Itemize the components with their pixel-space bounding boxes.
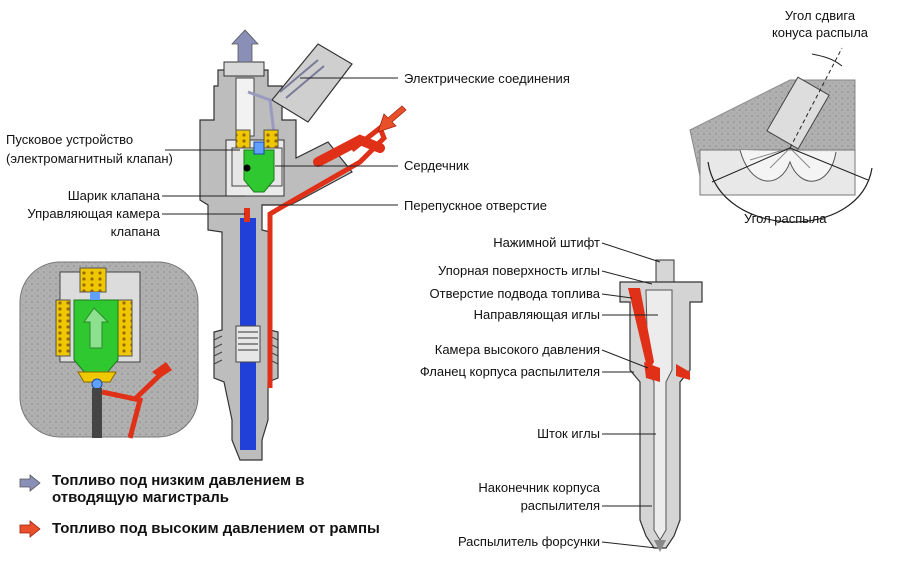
label-valve-ball: Шарик клапана	[67, 188, 160, 203]
label-control-chamber-2: клапана	[110, 224, 160, 239]
high-pressure-arrow-top	[377, 105, 407, 133]
electrical-connector	[247, 43, 353, 151]
label-fuel-inlet-hole: Отверстие подвода топлива	[429, 286, 600, 301]
valve-ball-dot	[243, 164, 251, 172]
label-offset-angle-2: конуса распыла	[771, 25, 869, 40]
label-spray-angle: Угол распыла	[744, 211, 827, 226]
valve-inset	[19, 261, 199, 439]
spray-detail	[689, 47, 873, 223]
legend-high-pressure-arrow-icon	[19, 520, 41, 538]
label-pressure-pin: Нажимной штифт	[493, 235, 600, 250]
label-offset-angle-1: Угол сдвига	[784, 8, 856, 23]
nozzle-body	[619, 259, 703, 552]
injector-body	[199, 61, 353, 461]
leader-lines	[162, 77, 661, 549]
label-injector-nozzle: Распылитель форсунки	[457, 534, 600, 549]
legend-low-pressure-2: отводящую магистраль	[52, 489, 230, 506]
label-starter-device-1: Пусковое устройство	[6, 132, 134, 147]
label-nozzle-tip-2: распылителя	[520, 498, 600, 513]
legend-low-pressure-1: Топливо под низким давлением в	[52, 472, 305, 489]
label-control-chamber-1: Управляющая камера	[27, 206, 160, 221]
label-core: Сердечник	[404, 158, 469, 173]
label-starter-device-2: (электромагнитный клапан)	[6, 151, 173, 166]
low-pressure-arrow-top	[231, 29, 259, 63]
label-bypass-hole: Перепускное отверстие	[404, 198, 547, 213]
label-needle-guide: Направляющая иглы	[473, 307, 600, 322]
label-needle-stop-surface: Упорная поверхность иглы	[438, 263, 600, 278]
solenoid-valve	[231, 129, 283, 193]
label-nozzle-tip-1: Наконечник корпуса	[478, 480, 600, 495]
label-high-pressure-chamber: Камера высокого давления	[434, 342, 600, 357]
legend-high-pressure: Топливо под высоким давлением от рампы	[52, 520, 380, 537]
label-electrical-connections: Электрические соединения	[404, 71, 570, 86]
label-needle-stem: Шток иглы	[537, 426, 600, 441]
legend-low-pressure-arrow-icon	[19, 474, 41, 492]
label-nozzle-body-flange: Фланец корпуса распылителя	[419, 364, 600, 379]
